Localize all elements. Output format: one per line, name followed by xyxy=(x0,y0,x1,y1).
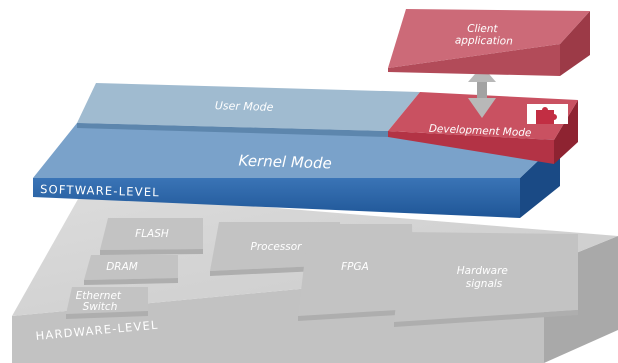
puzzle-piece-icon xyxy=(527,104,568,124)
client-application-label: Client application xyxy=(455,22,513,47)
hw-chip-ethernet-switch: Ethernet Switch xyxy=(66,287,148,319)
hw-chip-dram: DRAM xyxy=(84,255,178,285)
user-mode-block: User Mode xyxy=(77,83,420,137)
client-application-block: Client application xyxy=(388,9,590,76)
flash-label: FLASH xyxy=(135,228,169,240)
hardware-signals-label: Hardware signals xyxy=(457,265,511,290)
hw-chip-fpga: FPGA xyxy=(298,224,414,321)
hw-chip-hardware-signals: Hardware signals xyxy=(394,232,578,327)
double-headed-arrow-icon xyxy=(468,66,496,118)
processor-label: Processor xyxy=(251,241,303,253)
kernel-mode-label: Kernel Mode xyxy=(238,152,332,173)
fpga-label: FPGA xyxy=(341,261,369,273)
user-mode-label: User Mode xyxy=(215,99,274,114)
ethernet-switch-label: Ethernet Switch xyxy=(76,290,125,313)
hw-chip-flash: FLASH xyxy=(100,218,203,255)
software-level-label: SOFTWARE-LEVEL xyxy=(40,182,160,199)
development-mode-label: Development Mode xyxy=(429,123,532,139)
dram-label: DRAM xyxy=(106,261,138,273)
